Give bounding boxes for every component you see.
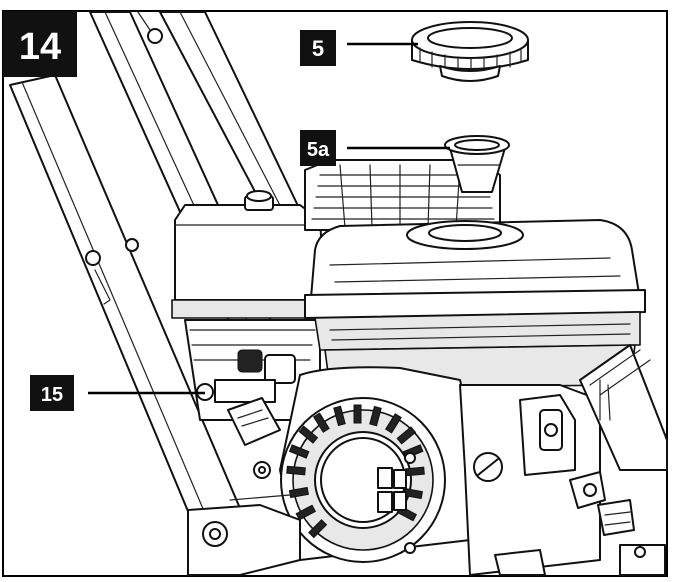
callout-5a: 5a [300, 130, 450, 166]
fuel-cap [411, 21, 529, 82]
base-mount [187, 494, 301, 576]
fuel-strainer [444, 135, 510, 193]
figure-number-badge: 14 [3, 11, 77, 77]
callout-5: 5 [300, 30, 418, 66]
figure-number: 14 [19, 26, 61, 68]
callout-5a-label: 5a [307, 139, 330, 161]
recoil-starter [279, 366, 471, 563]
callout-15: 15 [30, 375, 205, 411]
callout-5-label: 5 [312, 36, 324, 61]
crankcase [459, 344, 668, 576]
engine-block [171, 159, 501, 479]
fuel-tank [304, 219, 646, 389]
figure-frame [2, 10, 668, 577]
callout-15-label: 15 [41, 384, 63, 406]
